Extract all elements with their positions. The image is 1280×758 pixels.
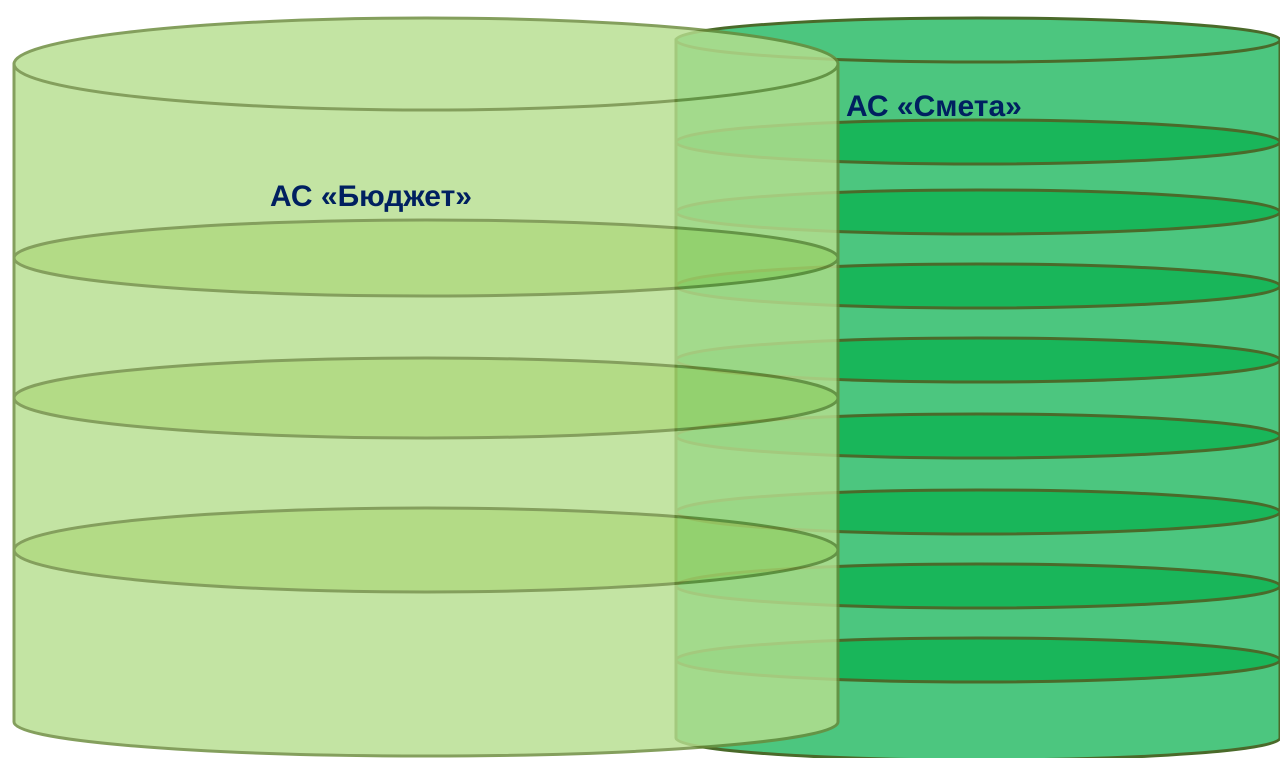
cylinder-budget-label: АС «Бюджет»: [270, 180, 472, 213]
cylinder-budget-disk: [12, 218, 840, 298]
cylinder-budget-disk: [12, 506, 840, 594]
cylinder-budget-disk: [12, 356, 840, 440]
cylinder-budget-top: [12, 16, 840, 112]
cylinder-smeta-label: АС «Смета»: [846, 90, 1022, 123]
cylinder-budget: [12, 16, 840, 758]
